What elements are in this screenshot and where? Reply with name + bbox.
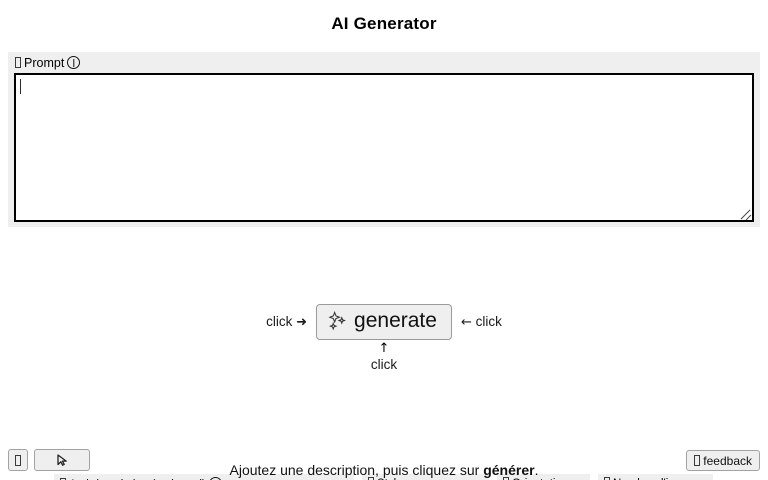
prompt-label: Prompt [24,56,65,70]
style-glyph-icon [368,477,374,480]
generate-area: click ➜ generate ← click ↑ click [0,304,768,372]
page-title: AI Generator [331,14,437,33]
image-count-label-row: Nombre d'images [604,477,707,480]
click-hint-left: click ➜ [266,314,308,330]
prompt-input[interactable] [14,73,754,222]
controls-row: Anti-description (optionnel) Style Test … [0,236,768,480]
cursor-tool-button[interactable] [34,449,90,471]
status-message-emphasis: générer [483,462,535,478]
generate-button-label: generate [354,309,437,332]
prompt-label-row: Prompt [14,56,754,70]
feedback-glyph-icon [694,455,701,466]
prompt-info-icon[interactable] [67,56,81,69]
orientation-panel: Orientation Portrait [497,474,590,480]
feedback-button-label: feedback [703,453,752,468]
text-caret [20,79,21,94]
arrow-up-icon: ↑ [378,341,390,356]
style-label: Style [377,478,403,480]
status-message-prefix: Ajoutez une description, puis cliquez su… [229,462,484,478]
tool-button-glyph-icon [15,454,21,466]
anti-description-glyph-icon [60,478,66,480]
bottom-toolbar [8,449,90,471]
feedback-button[interactable]: feedback [686,450,760,471]
status-message-suffix: . [534,462,539,478]
sparkles-icon [328,310,347,332]
orientation-label: Orientation [512,478,568,480]
image-count-glyph-icon [604,477,610,480]
prompt-glyph-icon [15,57,21,68]
tool-button[interactable] [8,449,28,471]
image-count-panel: Nombre d'images 1 [598,474,713,480]
arrow-left-icon: ← [460,315,472,330]
style-label-row: Style [368,477,483,480]
textarea-resize-handle[interactable] [739,207,751,219]
arrow-right-icon: ➜ [296,315,308,330]
click-hint-below-group: ↑ click [0,341,768,373]
click-hint-right: ← click [460,314,502,330]
cursor-arrow-icon [56,453,69,467]
image-count-label: Nombre d'images [613,478,703,480]
prompt-panel: Prompt [8,52,760,227]
style-panel: Style Test [362,474,489,480]
click-hint-below: click [370,357,398,372]
orientation-glyph-icon [503,477,509,480]
generate-button[interactable]: generate [316,304,452,340]
status-message: Ajoutez une description, puis cliquez su… [0,462,768,478]
orientation-label-row: Orientation [503,477,584,480]
generate-button-row: click ➜ generate ← click [0,304,768,340]
